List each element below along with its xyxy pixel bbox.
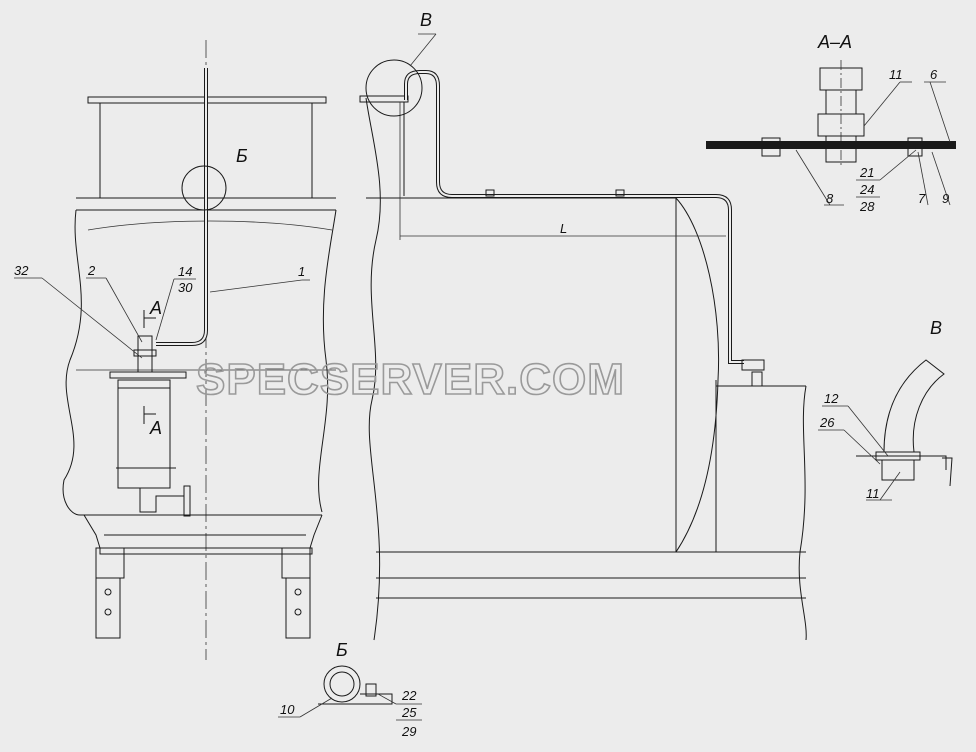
- callout-14: 14: [178, 264, 192, 279]
- callout-aa-9: 9: [942, 191, 949, 206]
- callout-aa-21: 21: [859, 165, 874, 180]
- callout-1: 1: [298, 264, 305, 279]
- callout-b-10: 10: [280, 702, 295, 717]
- section-aa: [706, 60, 956, 206]
- detail-view-v: [818, 359, 953, 501]
- left-front-view: [14, 40, 337, 660]
- callout-v-12: 12: [824, 391, 839, 406]
- callout-aa-6: 6: [930, 67, 938, 82]
- callout-v-11: 11: [866, 486, 880, 501]
- right-side-view: L: [359, 33, 807, 641]
- labels: В А–А 11 6 21 24 28 8 7 9 Б 32 2 14 30 1…: [14, 10, 949, 739]
- callout-aa-11: 11: [889, 67, 903, 82]
- callout-aa-28: 28: [859, 199, 875, 214]
- callout-v-26: 26: [819, 415, 835, 430]
- detail-view-b: [278, 665, 422, 721]
- callout-aa-8: 8: [826, 191, 834, 206]
- callout-2: 2: [87, 263, 96, 278]
- label-view-b-ring: В: [420, 10, 432, 30]
- label-view-v: В: [930, 318, 942, 338]
- label-b-ring: Б: [236, 146, 248, 166]
- watermark-text: SPECSERVER.COM: [196, 355, 625, 404]
- svg-text:L: L: [560, 221, 567, 236]
- callout-aa-7: 7: [918, 191, 926, 206]
- cut-label-a-bottom: А: [149, 418, 162, 438]
- callout-b-22: 22: [401, 688, 417, 703]
- label-section-aa: А–А: [817, 32, 852, 52]
- callout-b-29: 29: [401, 724, 416, 739]
- callout-32: 32: [14, 263, 29, 278]
- callout-b-25: 25: [401, 705, 417, 720]
- callout-30: 30: [178, 280, 193, 295]
- label-view-b: Б: [336, 640, 348, 660]
- cut-label-a-top: А: [149, 298, 162, 318]
- callout-aa-24: 24: [859, 182, 874, 197]
